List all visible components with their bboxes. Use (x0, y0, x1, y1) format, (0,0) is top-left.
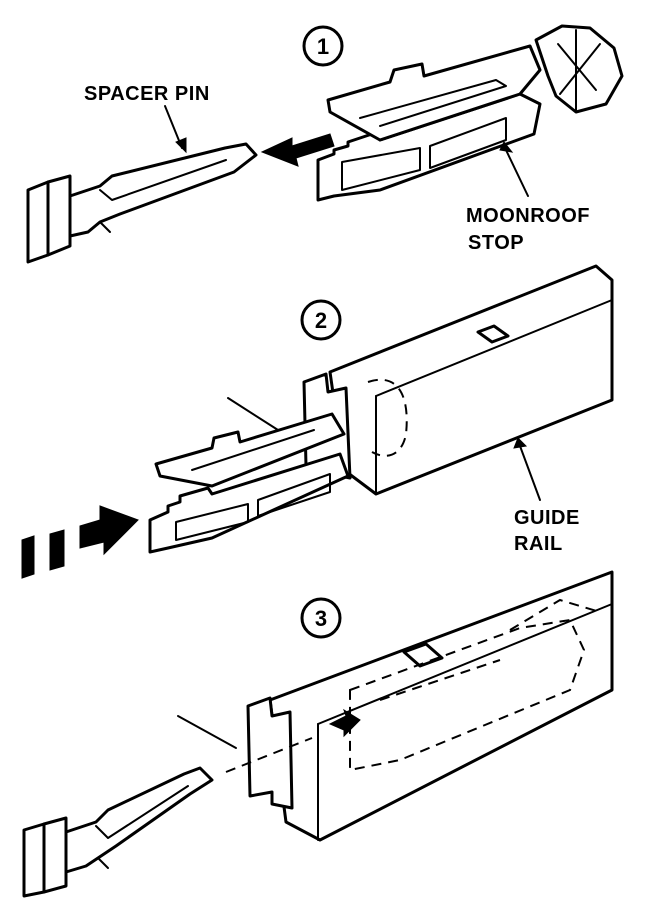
step-1-number: 1 (317, 34, 329, 59)
moonroof-stop-label-line2: STOP (468, 232, 524, 254)
guide-rail-leader (513, 437, 541, 501)
step-3-badge (300, 597, 342, 639)
spacer-pin-leader (164, 105, 187, 154)
guide-rail-label-line1: GUIDE (514, 507, 580, 529)
guide-rail-label-line2: RAIL (514, 533, 563, 555)
moonroof-stop-step2 (148, 397, 350, 554)
step-3-number: 3 (315, 606, 327, 631)
insert-arrow-step1 (260, 133, 335, 167)
step-1-badge (302, 25, 344, 67)
moonroof-stop-leader (499, 141, 529, 197)
push-arrow-step2 (21, 505, 139, 579)
guide-rail-step2 (302, 264, 614, 496)
step-2-group: 2 GUIDE R (21, 264, 614, 579)
spacer-pin-step1 (26, 142, 258, 264)
step-2-number: 2 (315, 308, 327, 333)
step-3-group: 3 (22, 570, 614, 898)
moonroof-stop-step1 (316, 24, 624, 202)
spacer-pin-step3 (22, 715, 313, 898)
step-1-group: 1 SPACER PIN (26, 24, 624, 264)
spacer-pin-label: SPACER PIN (84, 83, 210, 105)
guide-rail-step3 (246, 570, 614, 842)
moonroof-stop-label-line1: MOONROOF (466, 205, 590, 227)
step-2-badge (300, 299, 342, 341)
